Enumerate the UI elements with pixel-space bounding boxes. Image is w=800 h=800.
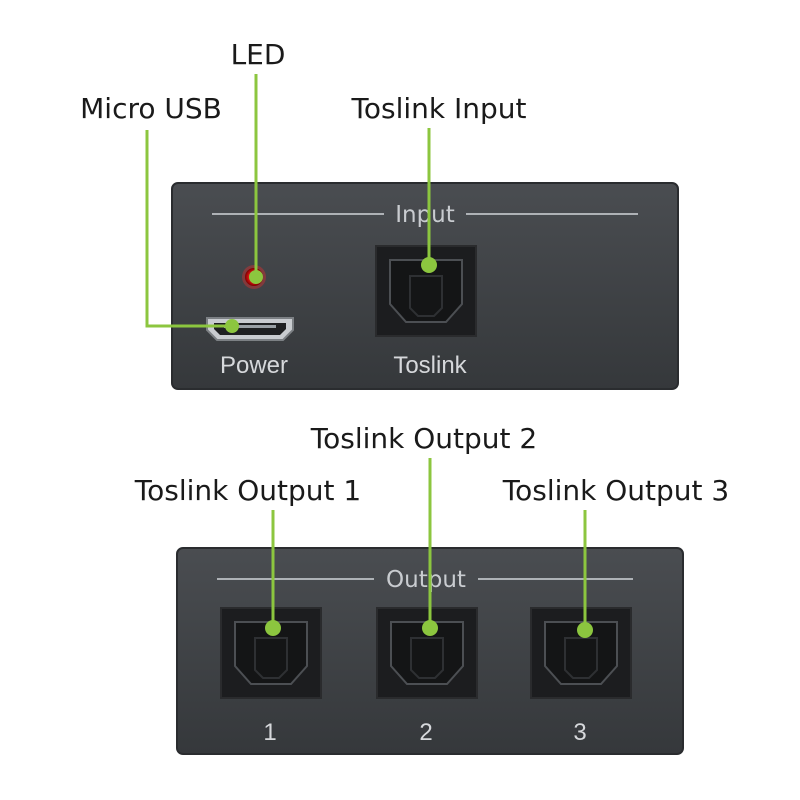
toslink-output-1-callout-label: Toslink Output 1 [134, 474, 361, 507]
led-callout-label: LED [231, 38, 286, 71]
power-label: Power [220, 352, 288, 379]
output-port-label-1: 1 [263, 719, 276, 746]
toslink-output-2-callout-label: Toslink Output 2 [310, 422, 537, 455]
output-port-label-2: 2 [419, 719, 432, 746]
output-port-label-3: 3 [573, 719, 586, 746]
toslink-input-label: Toslink [393, 352, 467, 379]
micro-usb-callout-dot [225, 319, 239, 333]
input-panel: Input Power Toslink [171, 182, 679, 390]
toslink-output-3-callout-dot [577, 622, 593, 638]
toslink-output-port-3[interactable] [530, 607, 632, 699]
toslink-input-callout-label: Toslink Input [351, 92, 527, 125]
input-panel-title: Input [395, 202, 455, 228]
toslink-input-callout-dot [421, 257, 437, 273]
toslink-output-1-callout-dot [265, 620, 281, 636]
micro-usb-callout-label: Micro USB [80, 92, 222, 125]
micro-usb-callout-line [145, 130, 232, 328]
output-panel-title: Output [386, 567, 466, 593]
micro-usb-port[interactable] [206, 317, 294, 341]
toslink-output-3-callout-label: Toslink Output 3 [502, 474, 729, 507]
led-callout-dot [249, 270, 263, 284]
toslink-output-2-callout-dot [422, 620, 438, 636]
